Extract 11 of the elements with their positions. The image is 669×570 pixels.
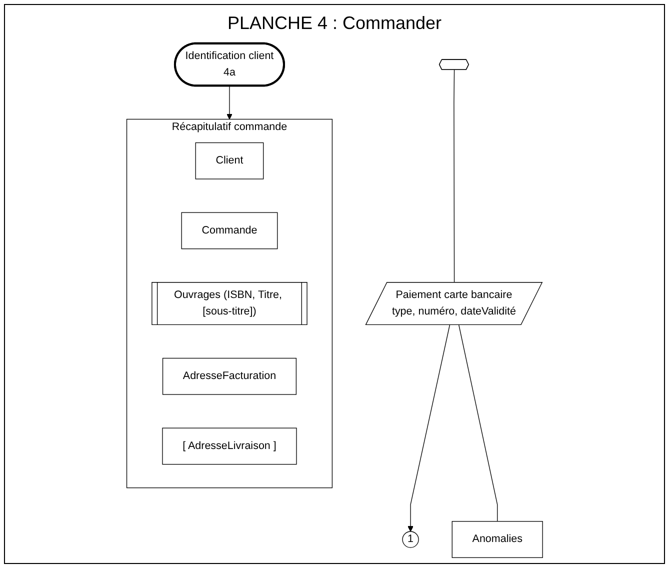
node-box: AdresseFacturation [162, 358, 296, 395]
connector [458, 324, 498, 522]
node-box: Commande [181, 212, 278, 250]
node-box: Anomalies [452, 521, 543, 558]
arrow [226, 85, 232, 120]
node-circle: 1 [402, 531, 419, 548]
node-box: [ AdresseLivraison ] [162, 428, 297, 465]
connector [453, 70, 454, 284]
node-box: Client [195, 142, 264, 180]
diagram-title: PLANCHE 4 : Commander [227, 13, 442, 34]
arrow [407, 324, 450, 532]
